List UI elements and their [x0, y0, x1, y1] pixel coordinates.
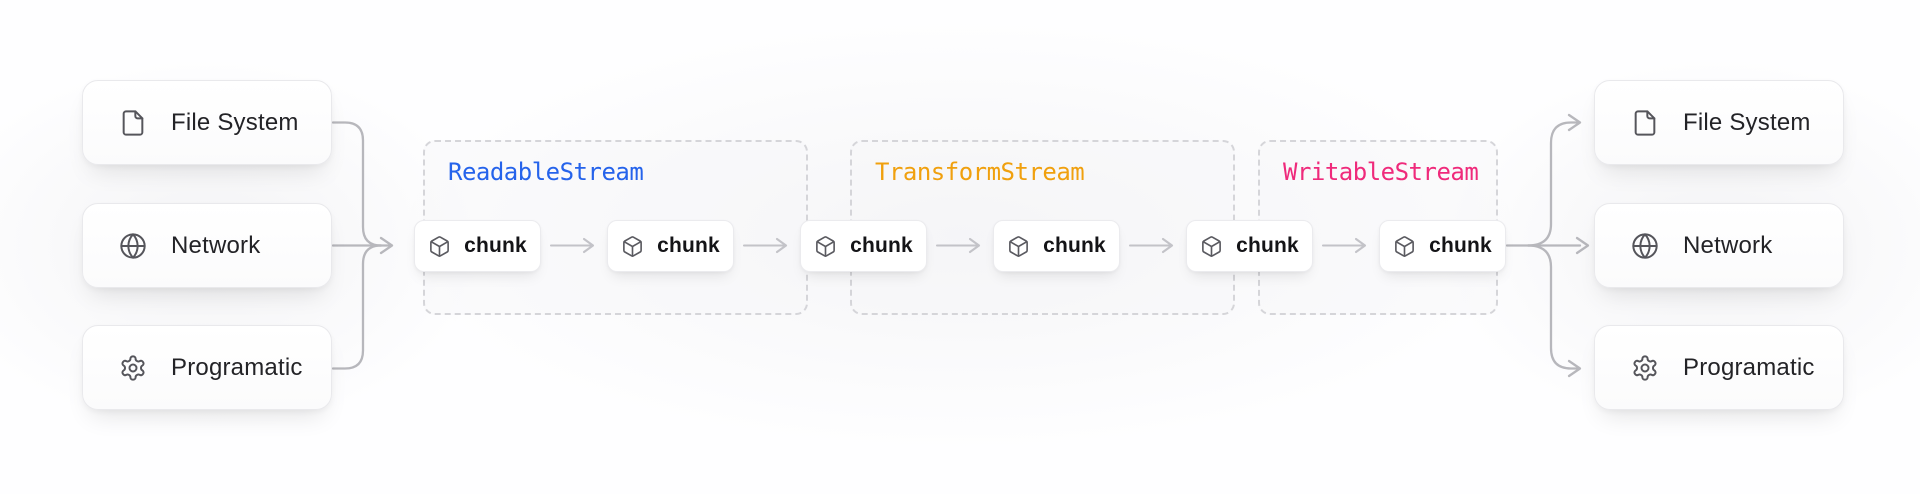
- file-icon: [119, 109, 147, 137]
- source-file-system: File System: [82, 80, 332, 165]
- chunk-label: chunk: [1043, 234, 1106, 257]
- cube-icon: [814, 235, 837, 258]
- destination-file-system: File System: [1594, 80, 1844, 165]
- chunk-box: chunk: [800, 220, 927, 272]
- chunk-box: chunk: [1186, 220, 1313, 272]
- chunk-label: chunk: [1429, 234, 1492, 257]
- arrow-right-icon: [1575, 236, 1590, 255]
- destination-programatic: Programatic: [1594, 325, 1844, 410]
- chunk-label: chunk: [464, 234, 527, 257]
- transform-stream-title: TransformStream: [875, 158, 1085, 186]
- source-programatic: Programatic: [82, 325, 332, 410]
- chunk-box: chunk: [414, 220, 541, 272]
- cube-icon: [1200, 235, 1223, 258]
- gear-icon: [1631, 354, 1659, 382]
- readable-stream-title: ReadableStream: [448, 158, 644, 186]
- chunk-label: chunk: [1236, 234, 1299, 257]
- destination-label: Network: [1683, 231, 1773, 259]
- chunk-label: chunk: [850, 234, 913, 257]
- cube-icon: [621, 235, 644, 258]
- merge-connector: [331, 121, 394, 370]
- file-icon: [1631, 109, 1659, 137]
- split-connector: [1505, 113, 1590, 378]
- source-label: File System: [171, 108, 299, 136]
- chunk-box: chunk: [607, 220, 734, 272]
- gear-icon: [119, 354, 147, 382]
- chunk-box: chunk: [1379, 220, 1506, 272]
- arrow-right-icon: [1567, 359, 1582, 378]
- destination-label: File System: [1683, 108, 1811, 136]
- arrow-right-icon: [379, 236, 394, 255]
- destination-network: Network: [1594, 203, 1844, 288]
- cube-icon: [428, 235, 451, 258]
- chunk-box: chunk: [993, 220, 1120, 272]
- source-network: Network: [82, 203, 332, 288]
- source-label: Network: [171, 231, 261, 259]
- globe-icon: [119, 232, 147, 260]
- cube-icon: [1393, 235, 1416, 258]
- globe-icon: [1631, 232, 1659, 260]
- writable-stream-title: WritableStream: [1283, 158, 1479, 186]
- cube-icon: [1007, 235, 1030, 258]
- arrow-right-icon: [1567, 113, 1582, 132]
- destination-label: Programatic: [1683, 353, 1815, 381]
- source-label: Programatic: [171, 353, 303, 381]
- chunk-label: chunk: [657, 234, 720, 257]
